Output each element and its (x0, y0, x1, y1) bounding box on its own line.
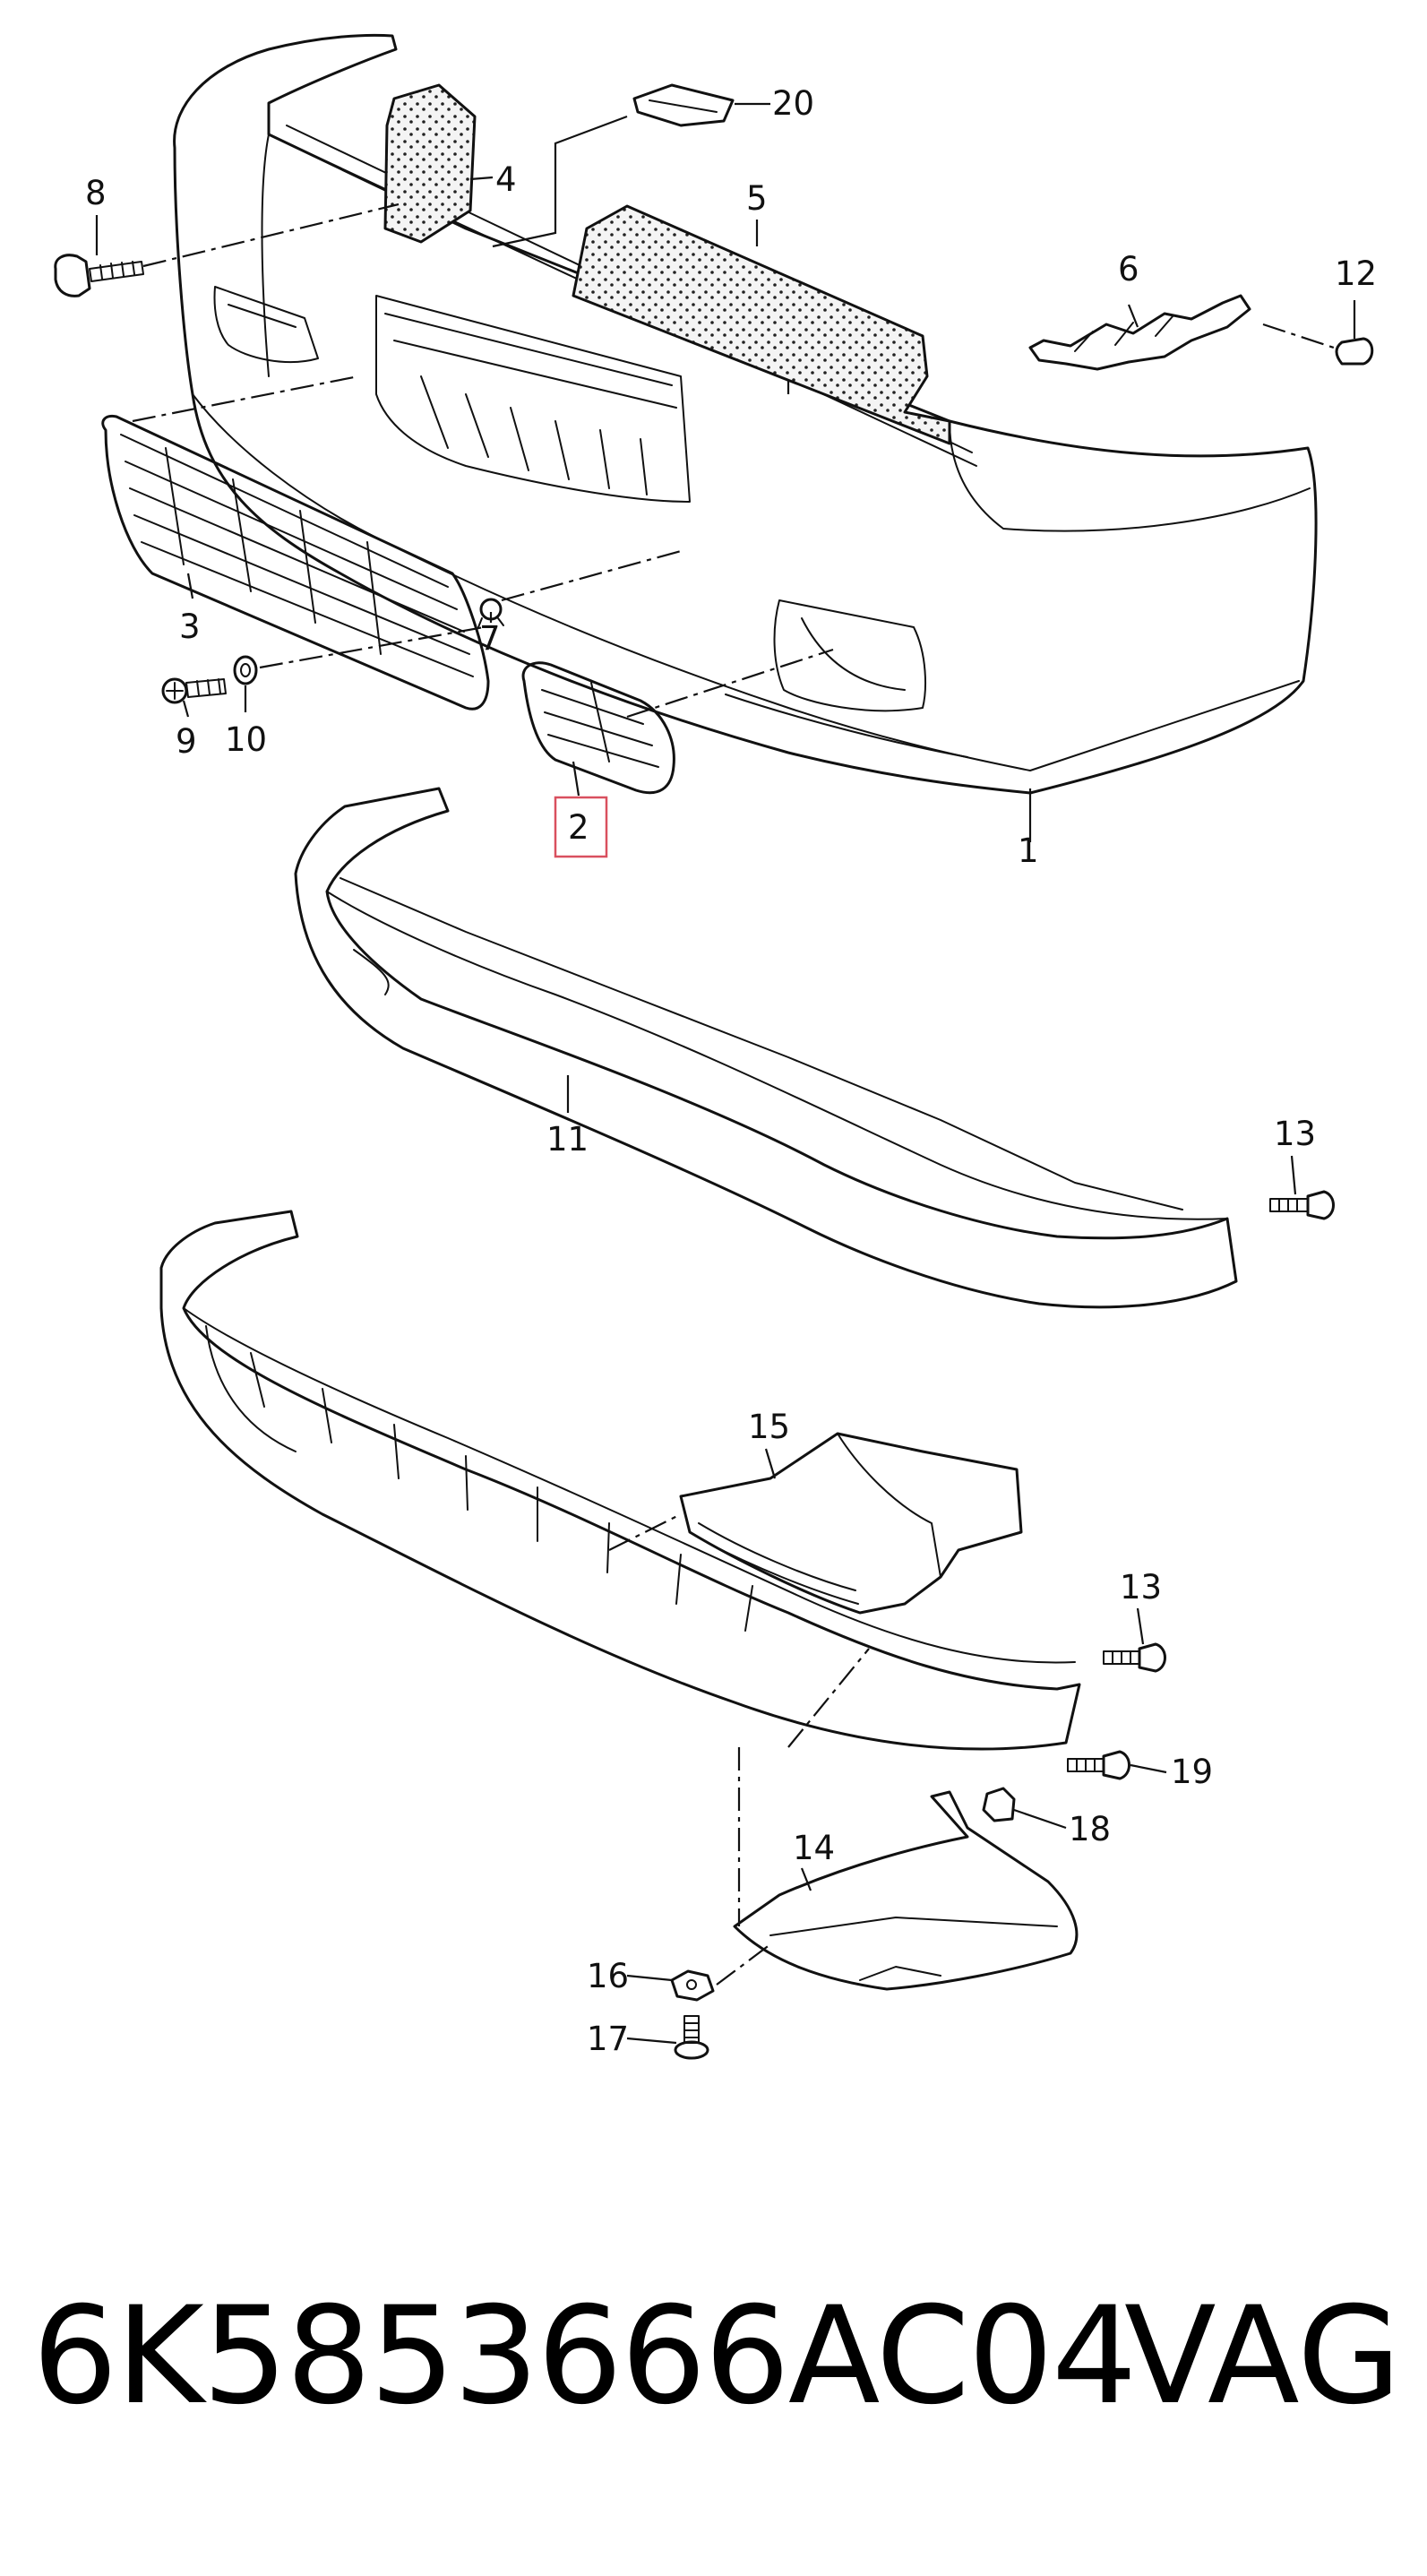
brand-label: VAG (1124, 2279, 1402, 2434)
callout-8: 8 (85, 174, 107, 212)
callout-4: 4 (495, 160, 517, 199)
callout-13b: 13 (1120, 1568, 1162, 1607)
callout-10: 10 (225, 720, 267, 759)
callout-6: 6 (1118, 250, 1139, 289)
screw-8 (54, 254, 144, 297)
clip-18 (982, 1787, 1016, 1822)
right-grille (521, 661, 675, 795)
callout-2: 2 (568, 808, 589, 847)
callout-18: 18 (1069, 1810, 1111, 1848)
footer-caption: 6K5853666AC04 VAG (0, 2276, 1427, 2437)
callout-19: 19 (1171, 1753, 1213, 1791)
mounting-bracket (1028, 294, 1251, 371)
callout-11: 11 (546, 1120, 589, 1159)
callout-7: 7 (479, 619, 501, 658)
clip-20 (632, 83, 735, 127)
callout-17: 17 (587, 2020, 629, 2058)
callout-20: 20 (772, 84, 814, 123)
callout-5: 5 (746, 179, 768, 218)
lower-spoiler-trim (159, 1210, 1081, 1751)
air-duct (679, 1432, 1023, 1615)
nut-16 (670, 1969, 715, 2002)
callout-16: 16 (587, 1957, 629, 1995)
part-number: 6K5853666AC04 (32, 2279, 1137, 2434)
left-grille (101, 414, 490, 711)
assembly-lines (132, 202, 1340, 1986)
screw-13-upper (1269, 1190, 1335, 1220)
callout-1: 1 (1018, 831, 1039, 870)
callout-9: 9 (176, 722, 197, 761)
front-bumper-cover (173, 33, 1318, 795)
screw-19 (1067, 1750, 1130, 1780)
energy-absorber-foam (572, 204, 951, 445)
foam-block-small (383, 83, 477, 244)
part-2-highlight-box (554, 796, 608, 858)
callout-15: 15 (748, 1408, 790, 1446)
callout-13a: 13 (1274, 1115, 1316, 1153)
screw-9 (161, 677, 227, 704)
callout-leaders (95, 102, 1356, 2045)
callout-3: 3 (179, 607, 201, 646)
front-spoiler-trim (294, 787, 1238, 1309)
washer-10 (233, 655, 258, 685)
nut-12 (1335, 337, 1374, 366)
screw-17 (674, 2015, 709, 2060)
screw-13-lower (1103, 1642, 1166, 1673)
lower-air-deflector (733, 1790, 1079, 1991)
callout-14: 14 (793, 1829, 835, 1867)
callout-12: 12 (1335, 254, 1377, 293)
